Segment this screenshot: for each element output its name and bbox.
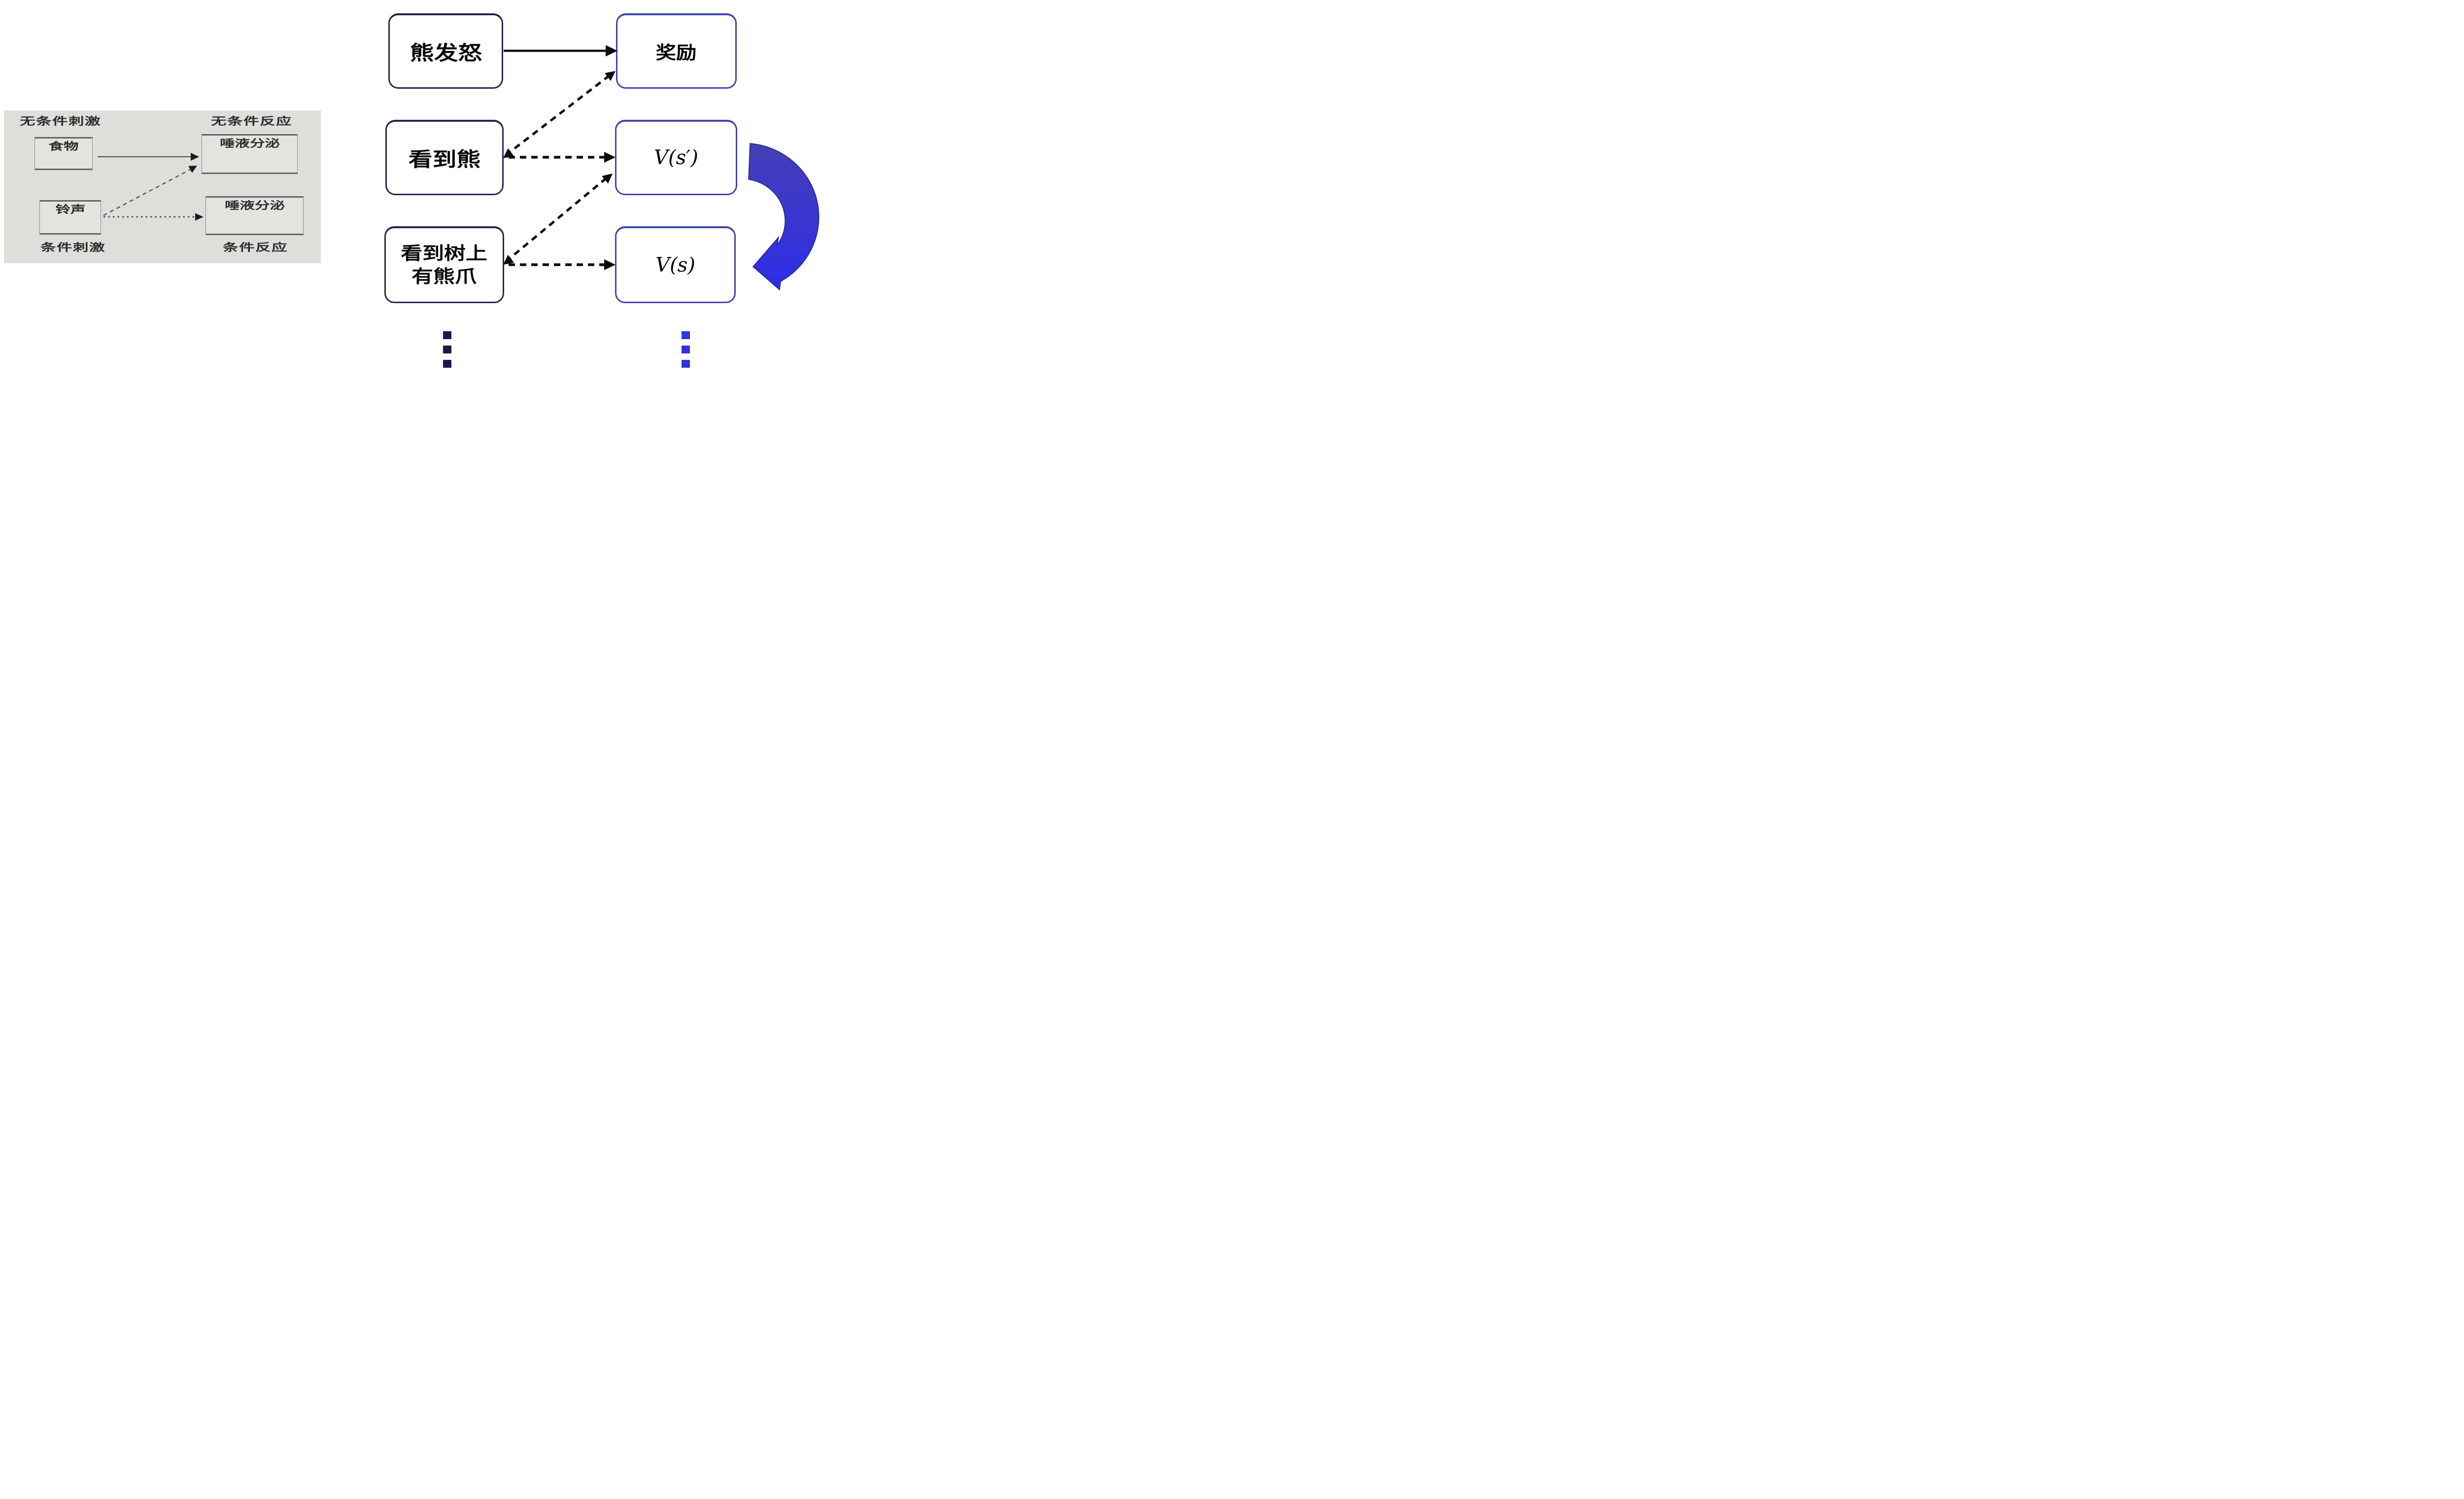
box-see-bear-claw-line1: 看到树上 [401,243,488,264]
dashed-arrow-seeclaw-to-value-next [505,176,608,263]
box-salivation-bottom-label: 唾液分泌 [224,200,285,211]
arrowhead-back-into-seeclaw [503,254,514,265]
arrowhead-seeclaw-to-value-next [602,174,613,184]
box-value-next-state-label: V(s′) [654,146,698,169]
box-food-label: 食物 [48,141,79,152]
box-see-bear-claw-line2: 有熊爪 [411,266,477,286]
label-unconditioned-stimulus: 无条件刺激 [20,116,101,127]
box-value-state: V(s) [615,226,736,303]
dashed-arrow-seebear-to-reward [505,76,609,156]
ellipsis-right-column [682,331,690,368]
box-see-bear-claw: 看到树上 有熊爪 [384,226,504,303]
ellipsis-left-column [443,331,451,368]
box-food: 食物 [34,137,93,170]
box-reward-label: 奖励 [656,43,697,63]
arrowhead-seebear-to-reward [605,71,616,81]
box-bear-rage-label: 熊发怒 [410,42,482,64]
pavlov-panel: 无条件刺激 无条件反应 食物 唾液分泌 铃声 唾液分泌 条件刺激 条件反应 [4,110,321,263]
box-salivation-top: 唾液分泌 [202,134,298,174]
arrowhead-back-into-seebear [503,148,514,158]
ellipsis-dot [443,360,451,368]
ellipsis-dot [682,331,690,339]
label-conditioned-response: 条件反应 [223,242,288,253]
box-value-next-state: V(s′) [615,120,737,195]
box-see-bear: 看到熊 [385,120,504,195]
ellipsis-dot [443,331,451,339]
ellipsis-dot [682,360,690,368]
box-salivation-top-label: 唾液分泌 [219,138,280,149]
box-bell-label: 铃声 [55,204,85,215]
box-reward: 奖励 [616,13,737,89]
arrowhead-seebear-to-value-next [604,152,616,163]
slide-canvas: 无条件刺激 无条件反应 食物 唾液分泌 铃声 唾液分泌 条件刺激 条件反应 熊发… [0,0,827,375]
label-unconditioned-response: 无条件反应 [211,116,292,127]
rl-arrows [503,45,617,270]
arrowhead-seeclaw-to-value [604,259,616,270]
box-bear-rage: 熊发怒 [388,13,503,89]
ellipsis-dot [443,346,451,353]
ellipsis-dot [682,346,690,353]
box-value-state-label: V(s) [655,253,695,277]
label-conditioned-stimulus: 条件刺激 [40,242,105,253]
cycle-ribbon-arrow [748,143,820,291]
box-see-bear-label: 看到熊 [408,149,481,171]
box-bell: 铃声 [39,200,101,235]
box-salivation-bottom: 唾液分泌 [205,196,304,235]
